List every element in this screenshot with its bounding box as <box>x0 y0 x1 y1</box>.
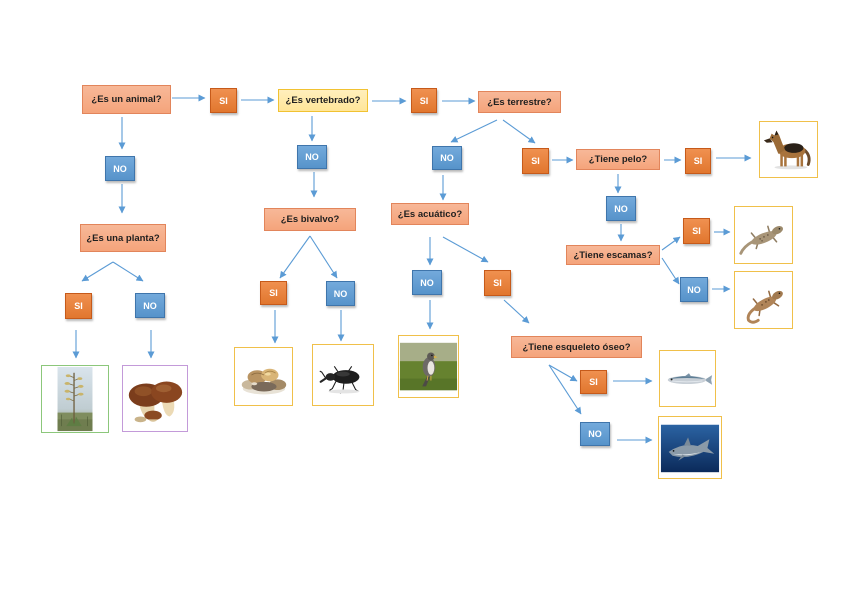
answer-plant-yes: SI <box>65 293 92 319</box>
answer-terrestrial-no: NO <box>432 146 462 170</box>
arrow-aquatic-to-yes <box>443 237 488 262</box>
answer-aquatic-yes: SI <box>484 270 511 296</box>
question-is-vertebrate: ¿Es vertebrado? <box>278 89 368 112</box>
bird-image <box>399 336 458 397</box>
question-label: ¿Es terrestre? <box>487 97 551 108</box>
arrow-bivalve-to-no <box>310 236 337 278</box>
question-label: ¿Es acuático? <box>398 209 462 220</box>
question-label: ¿Tiene esqueleto óseo? <box>522 342 630 353</box>
agave-plant-image <box>42 366 108 432</box>
question-label: ¿Es bivalvo? <box>281 214 340 225</box>
arrow-plant-to-no <box>113 262 143 281</box>
answer-bivalve-no: NO <box>326 281 355 306</box>
answer-terrestrial-yes: SI <box>522 148 549 174</box>
shark-image <box>659 417 721 478</box>
lizard-card-2 <box>734 271 793 329</box>
answer-vertebrate-no: NO <box>297 145 327 169</box>
answer-vertebrate-yes: SI <box>411 88 437 113</box>
answer-bony-skeleton-yes: SI <box>580 370 607 394</box>
question-label: ¿Es vertebrado? <box>286 95 361 106</box>
lizard-image <box>735 272 792 328</box>
bird-card <box>398 335 459 398</box>
lizard-image <box>735 207 792 263</box>
answer-hair-no: NO <box>606 196 636 221</box>
answer-scales-no: NO <box>680 277 708 302</box>
question-label: ¿Es una planta? <box>86 233 159 244</box>
arrow-yes-to-bony-skeleton <box>504 300 529 323</box>
shark-card <box>658 416 722 479</box>
question-is-bivalve: ¿Es bivalvo? <box>264 208 356 231</box>
question-label: ¿Es un animal? <box>91 94 161 105</box>
shellfish-card <box>234 347 293 406</box>
answer-aquatic-no: NO <box>412 270 442 295</box>
arrow-terrestrial-to-yes <box>503 120 535 143</box>
beetle-image <box>313 345 373 405</box>
dog-card <box>759 121 818 178</box>
question-is-animal: ¿Es un animal? <box>82 85 171 114</box>
fish-image <box>660 351 715 406</box>
question-has-scales: ¿Tiene escamas? <box>566 245 660 265</box>
arrow-bivalve-to-yes <box>280 236 310 278</box>
arrow-scales-to-yes <box>662 237 680 250</box>
answer-animal-yes: SI <box>210 88 237 113</box>
question-has-bony-skeleton: ¿Tiene esqueleto óseo? <box>511 336 642 358</box>
fish-card <box>659 350 716 407</box>
arrow-bony-skeleton-to-no <box>549 365 581 414</box>
question-label: ¿Tiene escamas? <box>573 250 652 261</box>
answer-plant-no: NO <box>135 293 165 318</box>
question-label: ¿Tiene pelo? <box>589 154 647 165</box>
answer-bony-skeleton-no: NO <box>580 422 610 446</box>
question-has-hair: ¿Tiene pelo? <box>576 149 660 170</box>
question-is-aquatic: ¿Es acuático? <box>391 203 469 225</box>
arrow-bony-skeleton-to-yes <box>549 365 577 381</box>
beetle-card <box>312 344 374 406</box>
arrow-scales-to-no <box>662 258 679 284</box>
mushroom-card <box>122 365 188 432</box>
arrow-terrestrial-to-no <box>451 120 497 142</box>
answer-scales-yes: SI <box>683 218 710 244</box>
answer-animal-no: NO <box>105 156 135 181</box>
shellfish-image <box>235 348 292 405</box>
mushroom-image <box>123 366 187 431</box>
arrow-plant-to-yes <box>82 262 113 281</box>
question-is-terrestrial: ¿Es terrestre? <box>478 91 561 113</box>
dog-image <box>760 122 817 177</box>
answer-bivalve-yes: SI <box>260 281 287 305</box>
agave-plant-card <box>41 365 109 433</box>
lizard-card-1 <box>734 206 793 264</box>
question-is-plant: ¿Es una planta? <box>80 224 166 252</box>
answer-hair-yes: SI <box>685 148 711 174</box>
